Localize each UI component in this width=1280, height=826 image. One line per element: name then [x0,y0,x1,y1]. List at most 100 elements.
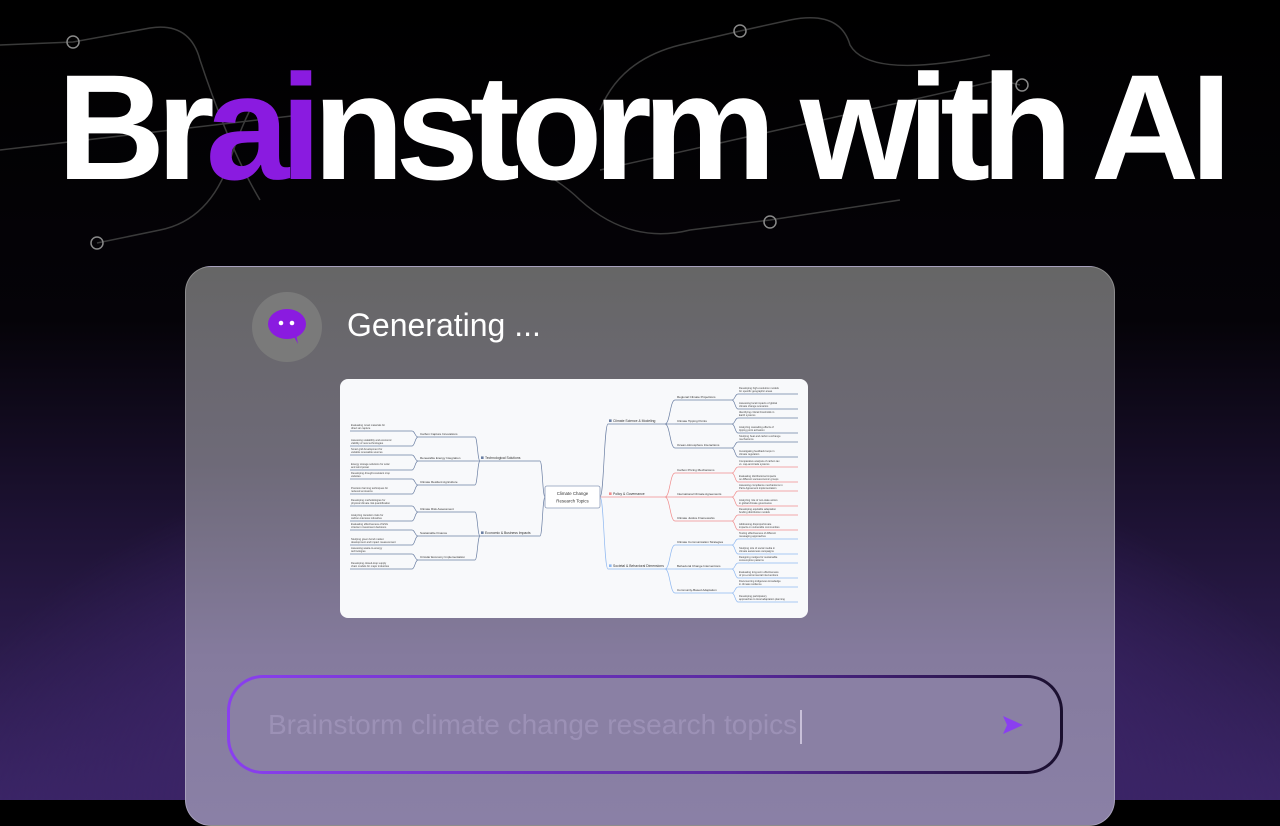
branch-connector [539,496,546,537]
leaf-connector [731,592,739,603]
subtopic-label: Climate Communication Strategies [677,540,724,544]
central-topic-line-1: Climate Change [557,491,589,496]
leaf-connector [731,562,739,570]
leaf-connector [411,529,419,537]
subtopic-label: Circular Economy Implementation [420,555,465,559]
branch-label: Climate Science & Modeling [613,419,656,423]
text-caret [800,709,803,744]
leaf-connector [731,496,739,507]
leaf-connector [411,484,419,495]
prompt-input-frame[interactable]: Brainstorm climate change research topic… [227,675,1063,774]
background-network-lines [0,17,1029,250]
leaf-connector [411,505,419,513]
branch-label: Policy & Governance [613,492,645,496]
subtopic-label: Climate Risk Assessment [420,507,454,511]
branch-connector [599,496,609,570]
assistant-avatar [252,292,322,362]
subtopic-label: Renewable Energy Integration [420,456,461,460]
leaf-connector [731,466,739,474]
mindmap-diagram: Climate Science & Modeling Regional Clima… [350,386,798,603]
subtopic-label: Ocean-Atmosphere Interactions [677,443,720,447]
subtopic-label: Community-Based Adaptation [677,588,717,592]
sub-connector [664,496,676,522]
hero-title-accent: ai [205,43,322,211]
sub-connector [474,436,481,462]
subtopic-label: Climate Resilient Agriculture [420,480,458,484]
sub-connector [474,535,481,561]
subtopic-label: Climate Justice Frameworks [677,516,715,520]
leaf-connector [411,535,419,546]
prompt-input[interactable]: Brainstorm climate change research topic… [230,678,1060,771]
generating-status: Generating ... [347,307,541,343]
leaf-connector [411,460,419,471]
leaf-connector [411,559,419,570]
branch-label: Societal & Behavioral Dimensions [613,564,664,568]
leaf-connector [731,441,739,449]
leaf-connector [731,447,739,458]
subtopic-label: Behavioral Change Interventions [677,564,721,568]
leaf-connector [731,472,739,483]
sub-connector [664,423,676,449]
leaf-connector [731,586,739,594]
leaf-connector [731,538,739,546]
leaf-connector [411,478,419,486]
leaf-connector [731,399,739,410]
chat-panel: Generating ... Climate Science & Modelin… [185,266,1115,826]
subtopic-label: Sustainable Finance [420,531,448,535]
hero-title-end: nstorm with AI [312,43,1232,211]
central-topic-line-2: Research Topics [556,499,589,504]
leaf-connector [731,423,739,434]
leaf-connector [731,393,739,401]
prompt-input-text[interactable]: Brainstorm climate change research topic… [268,709,798,740]
leaf-connector [731,568,739,579]
sub-connector [474,460,481,486]
branch-connector [539,460,546,498]
send-arrow-icon[interactable] [1002,714,1024,736]
chat-bubble-icon [268,309,306,344]
branch-emoji-icon [609,419,612,422]
subtopic-label: Regional Climate Projections [677,395,716,399]
hero-title: Brainstorm with AI [0,52,1280,202]
subtopic-label: Carbon Capture Innovations [420,432,458,436]
leaf-connector [411,553,419,561]
subtopic-label: International Climate Agreements [677,492,722,496]
subtopic-label: Carbon Pricing Mechanisms [677,468,715,472]
branch-emoji-icon [609,564,612,567]
hero-title-start: Br [57,43,215,211]
leaf-connector [731,417,739,425]
central-topic-box [544,485,601,509]
sub-connector [664,399,676,425]
branch-emoji-icon [481,456,484,459]
leaf-connector [731,490,739,498]
leaf-connector [411,430,419,438]
branch-label: Economic & Business Impacts [485,531,531,535]
sub-connector [664,472,676,498]
mindmap-preview[interactable]: Climate Science & Modeling Regional Clima… [340,379,808,618]
leaf-connector [411,436,419,447]
sub-connector [664,568,676,594]
sub-connector [664,544,676,570]
